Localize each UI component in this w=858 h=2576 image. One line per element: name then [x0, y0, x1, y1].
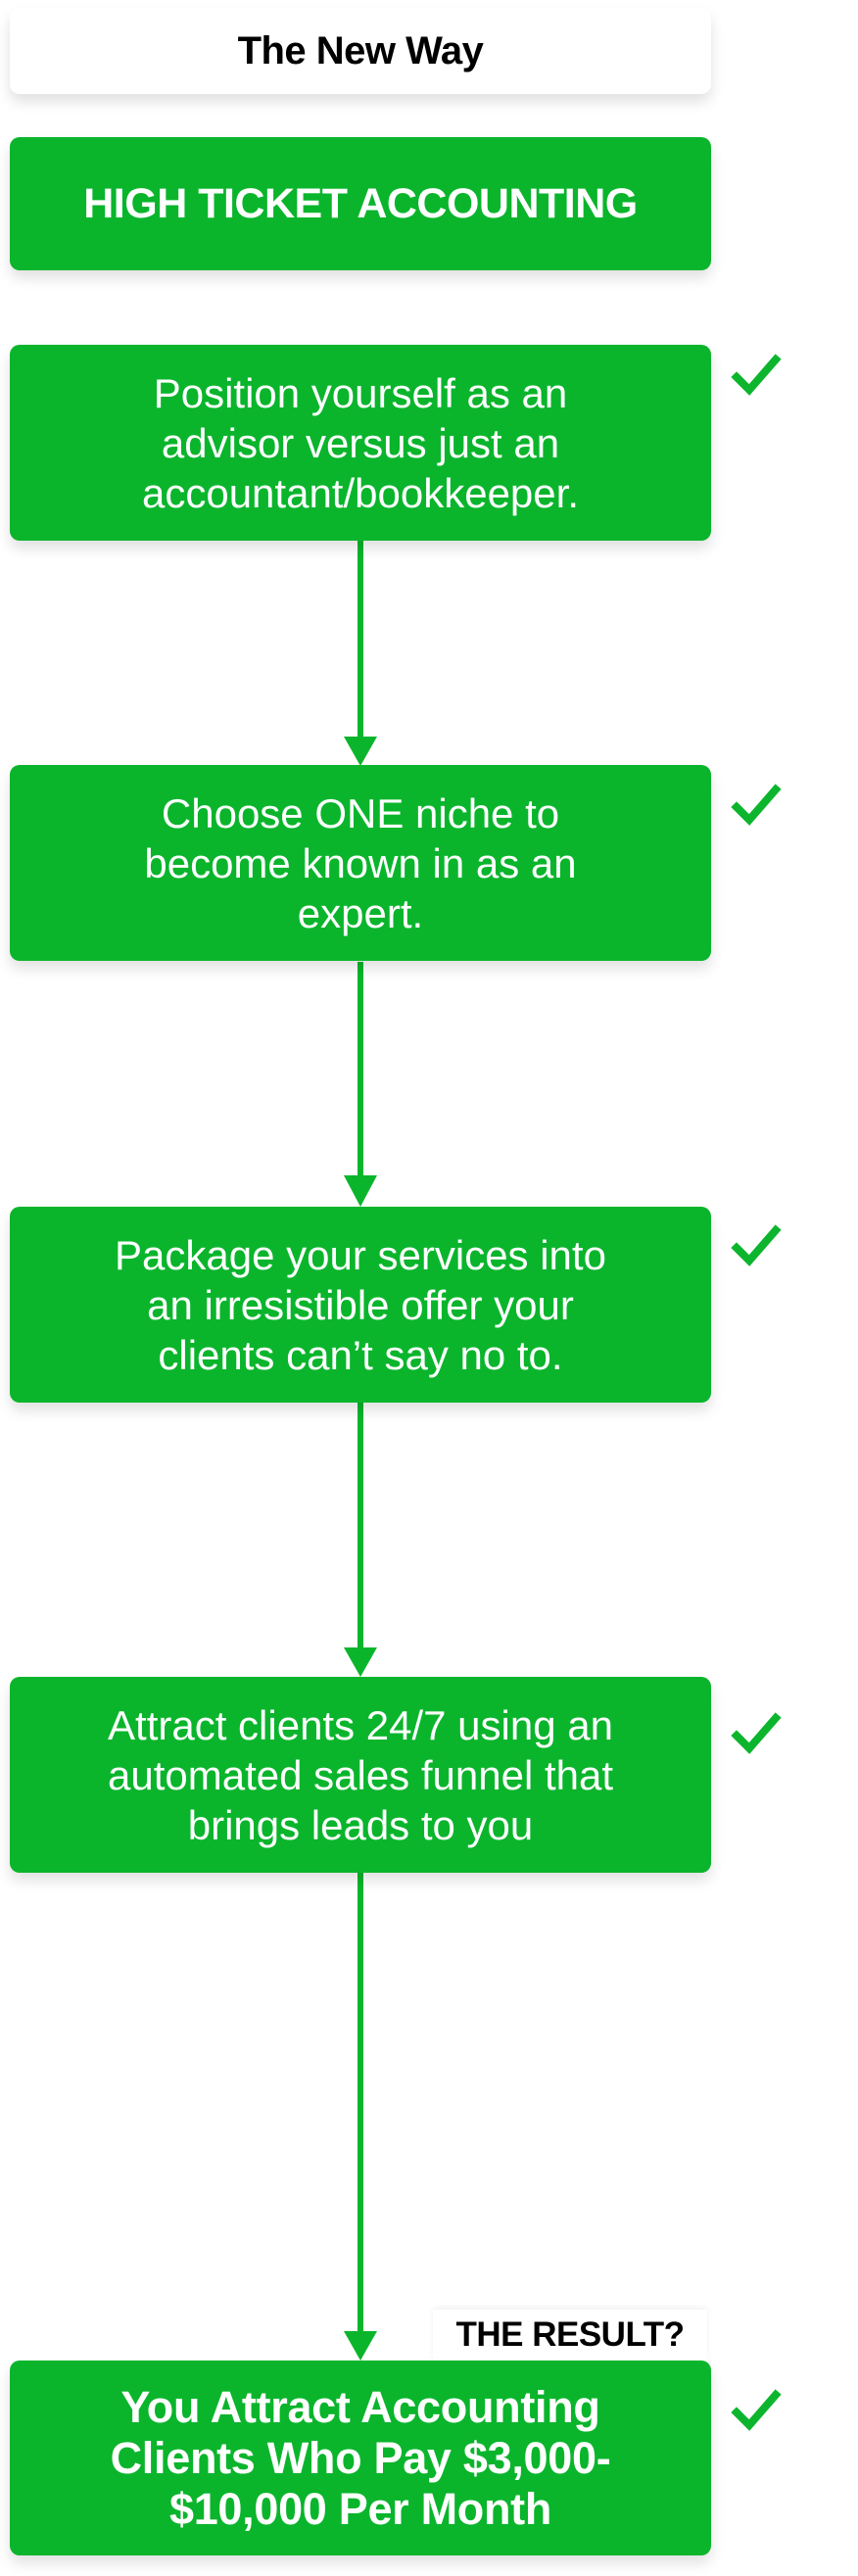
step-line: Package your services into: [115, 1231, 606, 1278]
title-card: The New Way: [10, 8, 711, 94]
result-text: You Attract Accounting Clients Who Pay $…: [111, 2382, 611, 2535]
step-line: an irresistible offer your: [147, 1281, 574, 1328]
step-line: Choose ONE niche to: [161, 789, 560, 836]
checkmark-icon: [731, 2389, 782, 2431]
checkmark-icon: [731, 1712, 782, 1754]
step-line: advisor versus just an: [161, 419, 560, 466]
arrow-down-icon: [344, 1647, 377, 1677]
step-card-1: Position yourself as an advisor versus j…: [10, 345, 711, 541]
connector-line: [358, 541, 363, 737]
result-card: You Attract Accounting Clients Who Pay $…: [10, 2361, 711, 2555]
step-line: accountant/bookkeeper.: [141, 469, 579, 516]
step-line: Attract clients 24/7 using an: [108, 1701, 613, 1748]
checkmark-icon: [731, 784, 782, 826]
arrow-down-icon: [344, 1175, 377, 1207]
connector-4: [344, 1873, 377, 2361]
connector-1: [344, 541, 377, 766]
step-line: expert.: [297, 889, 424, 936]
header-text: HIGH TICKET ACCOUNTING: [83, 179, 638, 227]
header-banner: HIGH TICKET ACCOUNTING: [10, 137, 711, 270]
step-card-3: Package your services into an irresistib…: [10, 1207, 711, 1403]
result-line: $10,000 Per Month: [168, 2483, 552, 2534]
connector-line: [358, 1403, 363, 1649]
step-line: brings leads to you: [187, 1801, 534, 1848]
result-line: Clients Who Pay $3,000-: [110, 2432, 611, 2483]
step-text: Package your services into an irresistib…: [115, 1230, 606, 1380]
page-title: The New Way: [237, 28, 484, 72]
connector-line: [358, 962, 363, 1177]
step-text: Position yourself as an advisor versus j…: [142, 368, 579, 518]
result-label: THE RESULT?: [433, 2310, 707, 2361]
checkmark-icon: [731, 1224, 782, 1266]
step-line: clients can’t say no to.: [158, 1331, 563, 1378]
step-text: Choose ONE niche to become known in as a…: [144, 788, 576, 938]
step-card-2: Choose ONE niche to become known in as a…: [10, 765, 711, 961]
step-card-4: Attract clients 24/7 using an automated …: [10, 1677, 711, 1873]
connector-3: [344, 1403, 377, 1677]
connector-2: [344, 962, 377, 1207]
step-text: Attract clients 24/7 using an automated …: [108, 1700, 613, 1850]
connector-line: [358, 1873, 363, 2331]
arrow-down-icon: [344, 737, 377, 766]
arrow-down-icon: [344, 2331, 377, 2361]
checkmark-icon: [731, 354, 782, 396]
result-line: You Attract Accounting: [120, 2381, 600, 2432]
step-line: automated sales funnel that: [107, 1751, 614, 1798]
step-line: Position yourself as an: [153, 369, 568, 416]
step-line: become known in as an: [144, 839, 577, 886]
